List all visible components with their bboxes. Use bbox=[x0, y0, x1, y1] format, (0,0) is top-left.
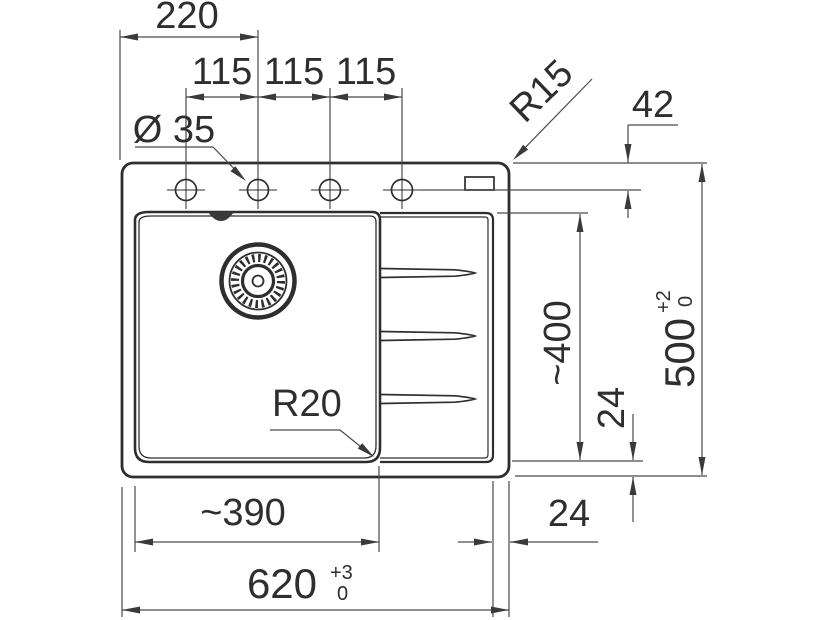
overall-depth-tol-upper: +2 bbox=[653, 290, 675, 313]
overall-width-value: 620 bbox=[247, 560, 317, 607]
bowl-inner-contour bbox=[138, 215, 377, 459]
dim-label-tap-offset: 220 bbox=[155, 0, 218, 37]
dim-label-bowl-radius: R20 bbox=[272, 383, 342, 425]
dimension-labels: 220 115 115 115 Ø 35 R15 42 ~400 500 +2 … bbox=[133, 0, 703, 607]
overall-depth-value: 500 bbox=[656, 318, 703, 388]
dim-label-edge-to-hole: 42 bbox=[632, 84, 674, 126]
drainer-outline bbox=[380, 211, 495, 464]
bowl-outline bbox=[133, 210, 382, 464]
leader-r20 bbox=[270, 429, 372, 456]
drain-strainer-icon bbox=[219, 242, 297, 320]
dim-label-hole-pitch-2: 115 bbox=[264, 51, 325, 93]
dim-label-bowl-length: ~400 bbox=[537, 300, 579, 386]
dim-label-bowl-to-bottom: 24 bbox=[591, 387, 633, 429]
dim-label-drainer-to-side: 24 bbox=[548, 493, 590, 535]
dim-label-hole-pitch-3: 115 bbox=[336, 51, 397, 93]
tap-hole-icon bbox=[167, 171, 205, 209]
dim-label-overall-width: 620 +3 0 bbox=[247, 560, 353, 607]
sink-outline bbox=[120, 161, 511, 479]
dimension-lines bbox=[119, 30, 707, 617]
dim-label-bowl-width: ~390 bbox=[200, 492, 286, 534]
dim-label-hole-pitch-1: 115 bbox=[192, 51, 253, 93]
drainer-ridge-icon bbox=[379, 330, 478, 342]
tap-hole-icon bbox=[239, 171, 277, 209]
tap-holes bbox=[167, 171, 421, 209]
drainer-ridge-icon bbox=[379, 393, 478, 405]
dimension-arrowheads bbox=[120, 33, 706, 614]
drainer-inner-contour bbox=[380, 216, 489, 459]
sink-outer-edge bbox=[120, 161, 511, 479]
dim-label-outer-radius: R15 bbox=[502, 52, 581, 131]
overall-width-tol-lower: 0 bbox=[337, 583, 348, 605]
dim-label-hole-diameter: Ø 35 bbox=[133, 109, 215, 151]
drainer-ridge-icon bbox=[379, 267, 478, 279]
overflow-slot-icon bbox=[208, 212, 234, 221]
dim-label-overall-depth: 500 +2 0 bbox=[653, 290, 703, 388]
overall-width-tol-upper: +3 bbox=[330, 562, 353, 584]
overall-depth-tol-lower: 0 bbox=[675, 296, 697, 307]
tap-hole-icon bbox=[311, 171, 349, 209]
overflow-outlet-icon bbox=[464, 176, 495, 191]
tap-hole-icon bbox=[383, 171, 421, 209]
leader-r15 bbox=[515, 78, 593, 158]
drainer-ridges bbox=[379, 267, 478, 405]
